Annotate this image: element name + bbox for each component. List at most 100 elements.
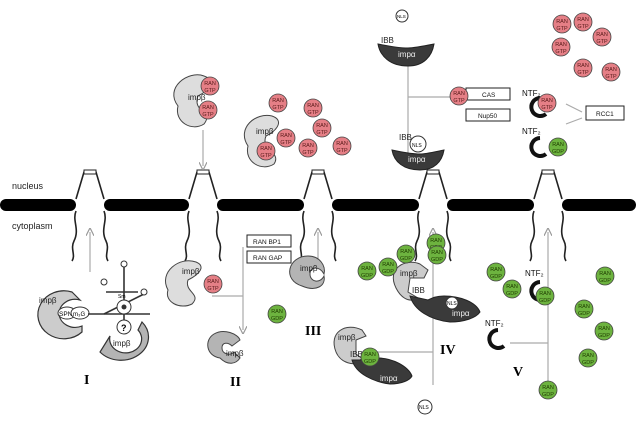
ran-label-bottom: GTP: [207, 286, 219, 292]
ran-label-top: RAN: [577, 17, 589, 23]
nup50-label: Nup50: [478, 113, 498, 120]
impbeta-label-II-complex: impβ: [182, 267, 200, 276]
rangap-box: [246, 250, 292, 264]
ibb-label-IV-top: IBB: [412, 286, 425, 295]
ran-label-top: RAN: [542, 385, 554, 391]
nuclear-pore: [299, 169, 337, 262]
ran-label-bottom: GTP: [307, 110, 319, 116]
sm-label: Sm: [118, 294, 126, 300]
transport-arrows: [90, 58, 583, 385]
ran-label-top: RAN: [506, 284, 518, 290]
ran-label-bottom: GTP: [204, 88, 216, 94]
spn-label: SPN: [59, 311, 73, 318]
step-label-IV: IV: [440, 343, 456, 358]
unknown-factor-label: ?: [121, 323, 127, 333]
impalpha-label-IV-top: impα: [452, 309, 470, 318]
ntf2-label-2: NTF₂: [522, 127, 541, 136]
impbeta-label-top: impβ: [188, 93, 206, 102]
nuclear-pore: [71, 169, 109, 262]
nup50-box: [465, 108, 511, 122]
ran-label-bottom: GTP: [272, 105, 284, 111]
ran-label-bottom: GDP: [599, 278, 611, 284]
nuclear-pore: [184, 169, 222, 262]
ran-label-top: RAN: [599, 271, 611, 277]
ibb-label-cargo: IBB: [399, 133, 412, 142]
ibb-label-top: IBB: [381, 36, 394, 45]
impbeta-label-IV-bottom: impβ: [338, 333, 356, 342]
ran-label-bottom: GDP: [364, 359, 376, 365]
ran-label-top: RAN: [556, 19, 568, 25]
impbeta-label-mid: impβ: [256, 127, 274, 136]
ntf2-label-3: NTF₂: [525, 269, 544, 278]
impalpha-ibb-cargo: impα IBB NLS: [391, 133, 445, 171]
impalpha-label-IV-bottom: impα: [380, 374, 398, 383]
impalpha-label-top: impα: [398, 50, 416, 59]
m3g-shape: [70, 306, 90, 320]
sm-core-center: [121, 304, 127, 310]
nls-label-top: NLS: [397, 14, 406, 19]
ran-label-bottom: GTP: [453, 98, 465, 104]
nuclear-envelope: [0, 199, 636, 211]
ran-label-top: RAN: [272, 98, 284, 104]
ran-label-top: RAN: [577, 63, 589, 69]
impalpha-ibb-nucleus: impα IBB NLS: [377, 9, 435, 67]
complex-IV-top: impβ impα IBB NLS: [393, 261, 481, 323]
ran-label-top: RAN: [207, 279, 219, 285]
nls-cargo-free-bottom: NLS: [417, 399, 433, 415]
nuclear-pore-complexes: [71, 169, 567, 262]
rangap-label: RAN GAP: [253, 255, 282, 262]
ntf2-group: NTF₂ NTF₂ NTF₂ NTF₂: [485, 89, 548, 350]
ran-label-bottom: GTP: [577, 24, 589, 30]
ran-label-top: RAN: [204, 81, 216, 87]
ran-label-top: RAN: [280, 133, 292, 139]
step-label-I: I: [84, 373, 89, 388]
ran-label-top: RAN: [596, 32, 608, 38]
ran-label-top: RAN: [271, 309, 283, 315]
ran-label-bottom: GDP: [578, 311, 590, 317]
nuclear-pore: [529, 169, 567, 262]
ran-label-top: RAN: [605, 67, 617, 73]
ran-label-bottom: GTP: [302, 150, 314, 156]
ran-label-top: RAN: [578, 304, 590, 310]
ran-label-bottom: GTP: [605, 74, 617, 80]
membrane-segment: [332, 199, 419, 211]
arrow-rcc1-top: [565, 103, 583, 113]
ran-label-bottom: GDP: [271, 316, 283, 322]
unknown-factor: [116, 319, 132, 335]
membrane-segment: [217, 199, 304, 211]
ran-label-top: RAN: [431, 250, 443, 256]
ran-label-bottom: GDP: [431, 257, 443, 263]
ran-label-bottom: GDP: [382, 269, 394, 275]
ran-label-bottom: GTP: [577, 70, 589, 76]
cas-label: CAS: [482, 92, 496, 99]
ran-label-bottom: GDP: [542, 392, 554, 398]
nls-label-cargo: NLS: [412, 143, 422, 149]
membrane-segment: [0, 199, 76, 211]
impbeta-label-IV-top: impβ: [400, 269, 418, 278]
impbeta-label-I-b: impβ: [113, 339, 131, 348]
snrna-loop-2: [100, 278, 108, 286]
